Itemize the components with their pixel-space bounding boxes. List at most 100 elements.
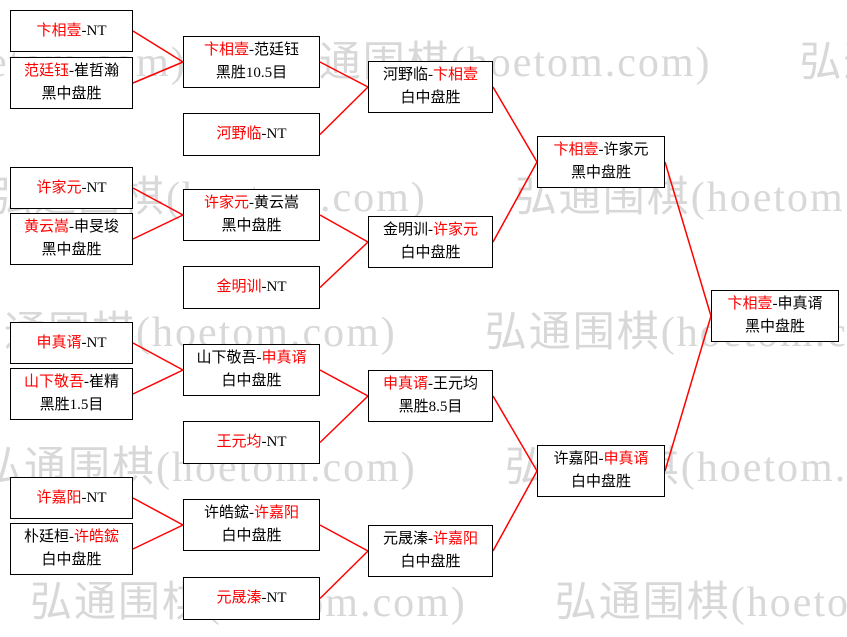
match-box-round-1-r1b3: 许家元-NT	[10, 167, 133, 209]
match-box-quarterfinals-r3b2: 金明训-许家元 白中盘胜	[368, 216, 493, 268]
match-box-round-1-r1b6: 山下敬吾-崔精 黑胜1.5目	[10, 368, 133, 420]
player-name: -黄云嵩	[249, 195, 299, 211]
match-box-round-2-r2b1: 卞相壹-范廷钰 黑胜10.5目	[183, 36, 320, 88]
match-players: 卞相壹-NT	[36, 20, 106, 43]
connector-line	[664, 161, 712, 317]
connector-line	[319, 61, 369, 88]
watermark-text: 弘通围棋(hoetom.com) 弘通围棋(hoetom.com) 弘通围棋(h…	[30, 580, 847, 626]
match-result: 黑胜8.5目	[398, 399, 463, 415]
winner-name: 申真谞	[261, 350, 307, 366]
connector-line	[492, 395, 538, 472]
match-result: 黑胜1.5目	[39, 397, 104, 413]
winner-name: 山下敬吾	[23, 374, 84, 390]
winner-name: 申真谞	[603, 451, 649, 467]
match-players: 申真谞-NT	[36, 332, 106, 355]
player-name: -崔精	[84, 374, 119, 390]
match-players: 卞相壹-范廷钰	[204, 39, 299, 62]
match-box-round-1-r1b8: 朴廷桓-许皓鋐 白中盘胜	[10, 523, 133, 575]
winner-name: 许嘉阳	[253, 505, 299, 521]
player-name: -NT	[261, 434, 287, 450]
winner-name: 申真谞	[36, 334, 82, 351]
match-players: 河野临-NT	[216, 123, 286, 146]
connector-line	[319, 395, 369, 444]
winner-name: 卞相壹	[36, 22, 82, 39]
watermark-text: 弘通围棋(hoetom.com) 弘通围棋(hoetom.com) 弘通围棋(h…	[0, 175, 847, 221]
player-name: -崔哲瀚	[69, 63, 119, 79]
winner-name: 卞相壹	[553, 142, 599, 158]
winner-name: 元晟溱	[216, 590, 262, 606]
match-players: 许嘉阳-申真谞	[553, 448, 648, 471]
connector-line	[492, 161, 538, 243]
match-box-round-1-r1b5: 申真谞-NT	[10, 322, 133, 364]
winner-name: 许嘉阳	[36, 489, 82, 506]
connector-line	[132, 369, 184, 395]
match-box-round-2-r2b2: 河野临-NT	[183, 113, 320, 156]
connector-line	[132, 214, 184, 240]
match-players: 朴廷桓-许皓鋐	[24, 526, 119, 549]
match-players: 王元均-NT	[216, 431, 286, 454]
connector-line	[132, 187, 184, 216]
match-players: 河野临-卞相壹	[383, 64, 478, 87]
match-box-semifinals-r4b2: 许嘉阳-申真谞 白中盘胜	[537, 445, 665, 497]
match-box-round-2-r2b3: 许家元-黄云嵩 黑中盘胜	[183, 189, 320, 241]
match-result: 黑胜10.5目	[215, 65, 288, 81]
player-name: 朴廷桓-	[23, 529, 74, 545]
match-box-semifinals-r4b1: 卞相壹-许家元 黑中盘胜	[537, 136, 665, 188]
connector-line	[132, 30, 184, 63]
winner-name: 许家元	[432, 222, 478, 238]
connector-line	[319, 369, 369, 397]
match-result: 白中盘胜	[400, 90, 461, 106]
player-name: -NT	[261, 126, 287, 142]
match-result: 黑中盘胜	[41, 242, 102, 258]
match-players: 卞相壹-申真谞	[727, 293, 822, 316]
winner-name: 许家元	[36, 179, 82, 196]
connector-line	[132, 342, 184, 371]
match-players: 卞相壹-许家元	[553, 139, 648, 162]
player-name: -申旻埈	[69, 219, 119, 235]
connector-line	[132, 524, 184, 550]
match-box-round-2-r2b7: 许皓鋐-许嘉阳 白中盘胜	[183, 499, 320, 551]
match-box-quarterfinals-r3b3: 申真谞-王元均 黑胜8.5目	[368, 370, 493, 422]
match-players: 黄云嵩-申旻埈	[24, 216, 119, 239]
match-players: 元晟溱-许嘉阳	[383, 528, 478, 551]
match-box-round-2-r2b5: 山下敬吾-申真谞 白中盘胜	[183, 344, 320, 396]
match-box-round-1-r1b7: 许嘉阳-NT	[10, 477, 133, 519]
winner-name: 许皓鋐	[73, 529, 119, 545]
player-name: 山下敬吾-	[196, 350, 262, 366]
match-result: 黑中盘胜	[41, 86, 102, 102]
connector-line	[319, 524, 369, 552]
match-result: 白中盘胜	[570, 474, 631, 490]
match-result: 白中盘胜	[41, 552, 102, 568]
match-box-round-1-r1b1: 卞相壹-NT	[10, 10, 133, 52]
match-players: 许家元-黄云嵩	[204, 192, 299, 215]
connector-line	[319, 214, 369, 243]
player-name: -许家元	[598, 142, 649, 158]
player-name: -NT	[261, 279, 287, 295]
winner-name: 王元均	[216, 434, 262, 450]
player-name: 元晟溱-	[382, 531, 433, 547]
winner-name: 许嘉阳	[432, 531, 478, 547]
player-name: -申真谞	[772, 296, 823, 312]
match-players: 山下敬吾-崔精	[24, 371, 119, 394]
connector-line	[492, 86, 538, 163]
connector-line	[319, 241, 369, 289]
match-players: 金明训-NT	[216, 276, 286, 299]
player-name: -NT	[261, 590, 287, 606]
match-players: 许家元-NT	[36, 177, 106, 200]
match-result: 黑中盘胜	[744, 319, 805, 335]
player-name: -王元均	[428, 376, 478, 392]
match-players: 范廷钰-崔哲瀚	[24, 60, 119, 83]
match-box-round-2-r2b8: 元晟溱-NT	[183, 577, 320, 620]
player-name: -NT	[81, 489, 107, 506]
match-box-quarterfinals-r3b4: 元晟溱-许嘉阳 白中盘胜	[368, 525, 493, 577]
match-result: 白中盘胜	[221, 528, 282, 544]
watermark-text: 弘通围棋(hoetom.com) 弘通围棋(hoetom.com) 弘通围棋(h…	[0, 445, 847, 491]
match-players: 元晟溱-NT	[216, 587, 286, 610]
match-result: 黑中盘胜	[221, 218, 282, 234]
connector-line	[492, 470, 538, 552]
player-name: -NT	[81, 22, 107, 39]
match-result: 黑中盘胜	[570, 165, 631, 181]
match-box-round-2-r2b6: 王元均-NT	[183, 421, 320, 464]
match-box-round-1-r1b2: 范廷钰-崔哲瀚 黑中盘胜	[10, 57, 133, 109]
